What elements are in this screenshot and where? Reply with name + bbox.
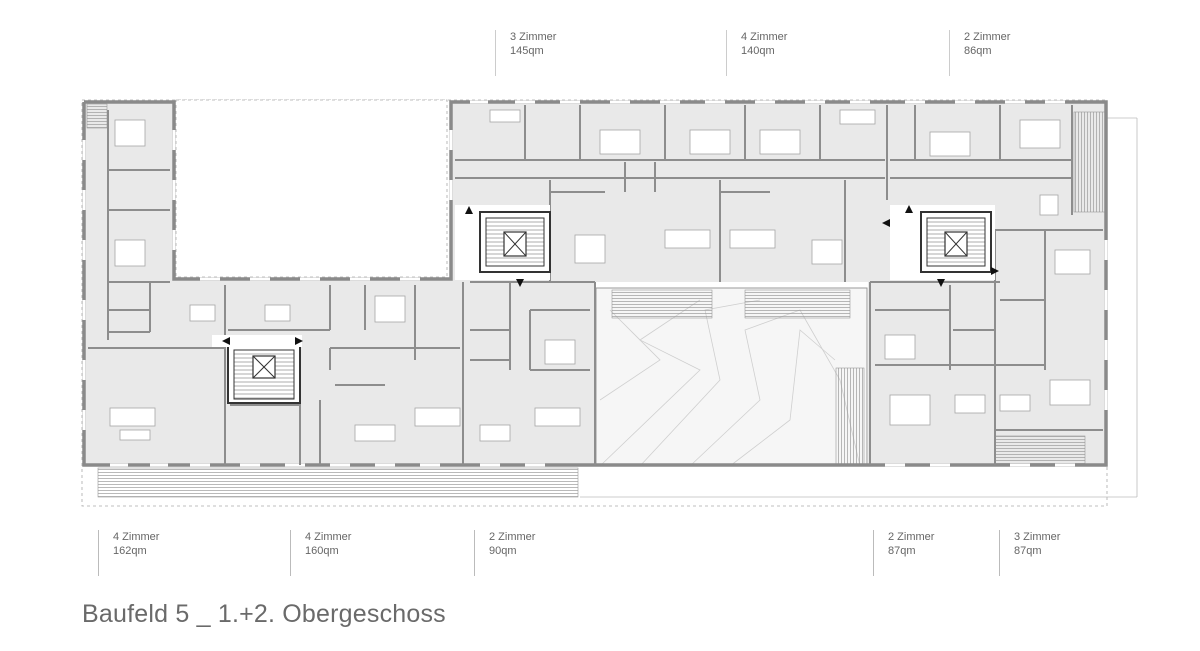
unit-label-bottom-5: 3 Zimmer 87qm: [999, 530, 1060, 576]
stair-core-left: [212, 335, 303, 404]
terrace-hatch: [744, 289, 851, 319]
unit-area: 87qm: [1014, 545, 1042, 557]
unit-label-bottom-1: 4 Zimmer 162qm: [98, 530, 159, 576]
unit-area: 90qm: [489, 545, 517, 557]
unit-label-top-2: 4 Zimmer 140qm: [726, 30, 787, 76]
furniture: [109, 109, 1091, 442]
balcony-top-left: [86, 103, 108, 129]
plan-caption: Baufeld 5 _ 1.+2. Obergeschoss: [82, 600, 446, 628]
unit-area: 140qm: [741, 45, 775, 57]
balcony-bottom: [97, 467, 579, 498]
unit-label-bottom-3: 2 Zimmer 90qm: [474, 530, 535, 576]
footprint-outline: [81, 99, 1108, 507]
unit-rooms: 2 Zimmer: [888, 531, 935, 543]
unit-area: 160qm: [305, 545, 339, 557]
unit-area: 145qm: [510, 45, 544, 57]
unit-area: 86qm: [964, 45, 992, 57]
unit-area: 162qm: [113, 545, 147, 557]
unit-rooms: 2 Zimmer: [964, 31, 1011, 43]
balcony-bottom-right: [994, 435, 1086, 467]
unit-rooms: 3 Zimmer: [510, 31, 557, 43]
unit-label-bottom-4: 2 Zimmer 87qm: [873, 530, 934, 576]
unit-label-bottom-2: 4 Zimmer 160qm: [290, 530, 351, 576]
stair-core-center: [455, 205, 551, 287]
window-openings: [82, 100, 1108, 467]
unit-rooms: 4 Zimmer: [305, 531, 352, 543]
unit-rooms: 4 Zimmer: [113, 531, 160, 543]
balcony-right: [1073, 111, 1107, 213]
unit-area: 87qm: [888, 545, 916, 557]
courtyard-paving: [599, 299, 861, 467]
unit-rooms: 3 Zimmer: [1014, 531, 1061, 543]
unit-rooms: 4 Zimmer: [741, 31, 788, 43]
unit-label-top-3: 2 Zimmer 86qm: [949, 30, 1010, 76]
courtyard-top-left: [175, 99, 448, 278]
stair-core-right: [882, 205, 999, 287]
unit-label-top-1: 3 Zimmer 145qm: [495, 30, 556, 76]
terrace-hatch: [835, 367, 865, 465]
terrace-hatch: [611, 289, 713, 319]
unit-rooms: 2 Zimmer: [489, 531, 536, 543]
